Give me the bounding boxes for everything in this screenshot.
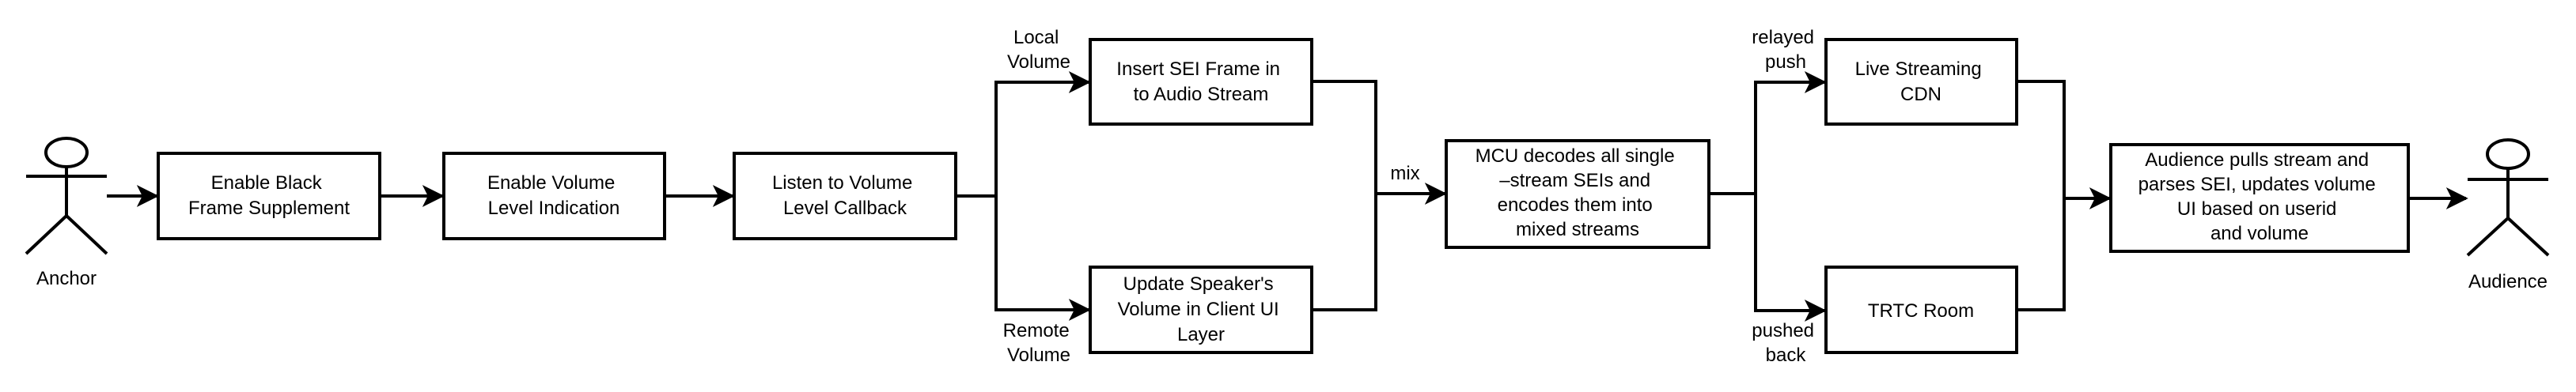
actor-label-audience: Audience bbox=[2468, 271, 2548, 292]
actor-audience: Audience bbox=[2466, 138, 2550, 292]
node-text-line: Audience pulls stream and bbox=[2145, 149, 2369, 171]
edge-sei-to-mix bbox=[1312, 80, 1377, 194]
node-text-line: Level Callback bbox=[783, 198, 907, 219]
node-text-line: and volume bbox=[2210, 223, 2309, 244]
node-text: Insert SEI Frame in to Audio Stream bbox=[1116, 58, 1285, 105]
node-text-line: Insert SEI Frame in bbox=[1116, 58, 1280, 80]
node-text-line: TRTC Room bbox=[1868, 300, 1974, 322]
node-text-line: Live Streaming bbox=[1855, 58, 1982, 80]
edge-remote-volume bbox=[994, 196, 1091, 321]
node-trtc-room: TRTC Room bbox=[1824, 266, 2018, 354]
edge-label-line: Volume bbox=[1007, 51, 1070, 73]
edge-label-line: Volume bbox=[1007, 345, 1070, 366]
node-text-line: –stream SEIs and bbox=[1499, 170, 1650, 191]
edge-label-mix: mix bbox=[1390, 163, 1419, 184]
node-audience-parse-sei: Audience pulls stream and parses SEI, up… bbox=[2109, 143, 2410, 253]
node-text-line: to Audio Stream bbox=[1134, 84, 1269, 105]
node-update-speaker-volume: Update Speaker's Volume in Client UI Lay… bbox=[1089, 266, 1313, 354]
node-text-line: encodes them into bbox=[1498, 194, 1653, 216]
edge-label-line: push bbox=[1765, 51, 1806, 73]
node-text-line: Enable Volume bbox=[487, 172, 615, 194]
edges bbox=[107, 71, 2468, 322]
node-mcu-decode: MCU decodes all single –stream SEIs and … bbox=[1445, 139, 1710, 249]
actor-anchor: Anchor bbox=[25, 137, 108, 289]
node-text-line: Level Indication bbox=[488, 198, 620, 219]
edge-trtc-to-merge bbox=[2017, 198, 2066, 311]
node-text: Audience pulls stream and parses SEI, up… bbox=[2138, 149, 2381, 244]
node-text-line: Frame Supplement bbox=[188, 198, 350, 219]
actor-label-anchor: Anchor bbox=[36, 268, 97, 289]
node-text-line: UI based on userid bbox=[2177, 198, 2336, 220]
edge-label-pushed-back: pushed back bbox=[1752, 320, 1819, 366]
node-text-line: mixed streams bbox=[1516, 219, 1639, 240]
edge-pushed-back bbox=[1754, 194, 1827, 322]
edge-label-line: back bbox=[1766, 345, 1807, 366]
node-text: Enable Black Frame Supplement bbox=[188, 172, 350, 219]
edge-label-relayed-push: relayed push bbox=[1752, 27, 1819, 73]
edge-local-volume bbox=[994, 71, 1091, 196]
node-text-line: Layer bbox=[1177, 324, 1225, 345]
node-text-line: MCU decodes all single bbox=[1476, 145, 1675, 167]
node-text: Enable Volume Level Indication bbox=[487, 172, 620, 219]
node-insert-sei-frame: Insert SEI Frame in to Audio Stream bbox=[1089, 38, 1313, 126]
node-text: Listen to Volume Level Callback bbox=[772, 172, 918, 219]
node-live-streaming-cdn: Live Streaming CDN bbox=[1824, 38, 2018, 126]
edge-label-line: pushed bbox=[1752, 320, 1814, 341]
edge-label-remote-volume: Remote Volume bbox=[1003, 320, 1075, 366]
node-text-line: Volume in Client UI bbox=[1118, 299, 1279, 320]
node-listen-volume-callback: Listen to Volume Level Callback bbox=[733, 152, 957, 240]
node-text-line: parses SEI, updates volume bbox=[2138, 174, 2376, 195]
node-text-line: CDN bbox=[1900, 84, 1941, 105]
node-text-line: Enable Black bbox=[211, 172, 323, 194]
node-enable-black-frame: Enable Black Frame Supplement bbox=[157, 152, 381, 240]
edge-speaker-to-mix bbox=[1312, 194, 1377, 311]
node-text-line: Listen to Volume bbox=[772, 172, 912, 194]
node-text: Update Speaker's Volume in Client UI Lay… bbox=[1118, 273, 1285, 345]
node-text: Live Streaming CDN bbox=[1855, 58, 1987, 105]
edge-label-line: Remote bbox=[1003, 320, 1070, 341]
edge-relayed-push bbox=[1754, 71, 1827, 194]
node-text: MCU decodes all single –stream SEIs and … bbox=[1476, 145, 1680, 240]
edge-label-line: relayed bbox=[1752, 27, 1814, 48]
node-text: TRTC Room bbox=[1868, 300, 1974, 322]
edge-label-local-volume: Local Volume bbox=[1007, 27, 1070, 73]
node-enable-volume-indication: Enable Volume Level Indication bbox=[442, 152, 666, 240]
stick-figure-icon bbox=[25, 137, 108, 255]
edge-label-line: Local bbox=[1013, 27, 1059, 48]
node-text-line: Update Speaker's bbox=[1123, 273, 1274, 295]
stick-figure-icon bbox=[2466, 138, 2550, 257]
edge-cdn-to-merge bbox=[2017, 80, 2066, 198]
